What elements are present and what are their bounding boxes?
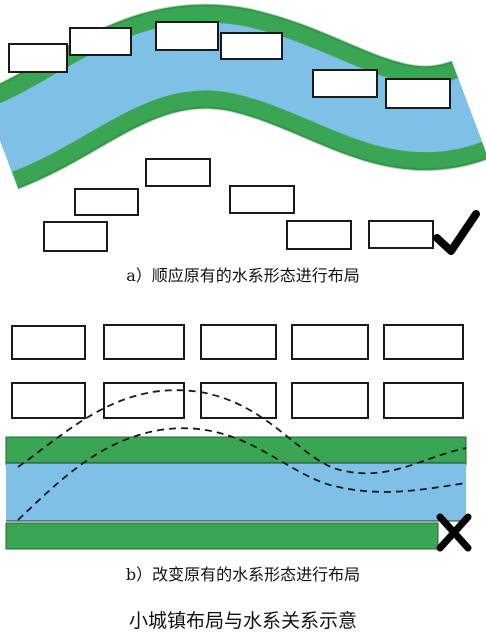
building bbox=[291, 382, 369, 419]
panel-b-buildings bbox=[11, 324, 464, 419]
building bbox=[74, 188, 139, 216]
building bbox=[312, 69, 378, 98]
building bbox=[229, 185, 295, 214]
caption-panel-a: a）顺应原有的水系形态进行布局 bbox=[126, 266, 360, 285]
building bbox=[286, 220, 352, 250]
building bbox=[200, 382, 277, 419]
check-mark bbox=[433, 210, 480, 255]
building bbox=[11, 325, 86, 360]
panel-a-buildings bbox=[8, 21, 451, 252]
panel-a bbox=[0, 3, 486, 255]
panel-b-green-belt-top bbox=[5, 436, 467, 466]
cross-mark bbox=[436, 513, 472, 552]
building bbox=[368, 220, 434, 249]
building bbox=[43, 221, 108, 252]
building bbox=[145, 158, 211, 187]
building bbox=[155, 21, 219, 51]
caption-panel-b: b）改变原有的水系形态进行布局 bbox=[125, 565, 361, 584]
original-river-edge-upper bbox=[17, 389, 467, 475]
figure-title: 小城镇布局与水系关系示意 bbox=[128, 610, 357, 632]
building bbox=[291, 324, 369, 360]
building bbox=[200, 324, 277, 360]
building bbox=[69, 27, 132, 56]
building bbox=[11, 382, 86, 419]
panel-b-green-belt-bottom bbox=[5, 522, 439, 550]
building bbox=[385, 78, 451, 109]
building bbox=[8, 43, 68, 73]
building bbox=[103, 382, 185, 419]
panel-b bbox=[5, 324, 472, 552]
building bbox=[383, 382, 464, 419]
building bbox=[103, 324, 185, 360]
building bbox=[383, 324, 464, 360]
building bbox=[220, 32, 283, 60]
original-river-edge-lower bbox=[17, 427, 467, 521]
